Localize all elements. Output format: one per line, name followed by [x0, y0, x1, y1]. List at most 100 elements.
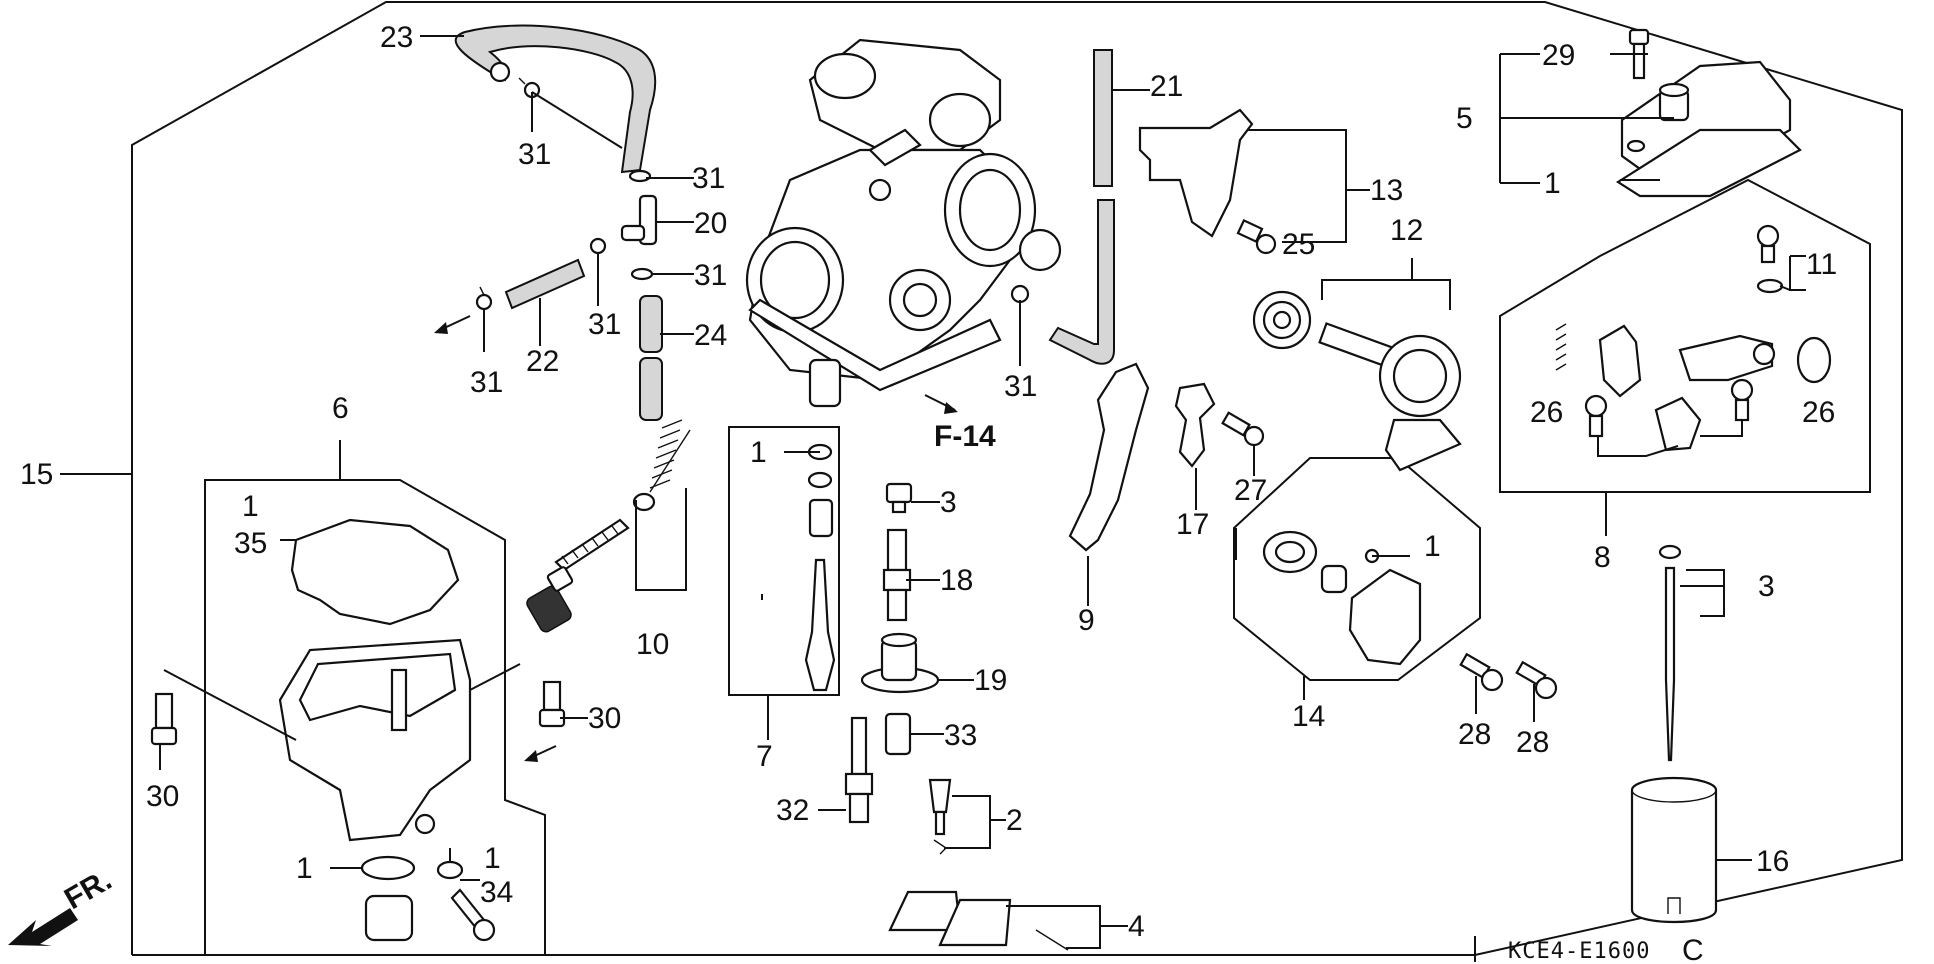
callout-33: 33 [944, 719, 977, 752]
callout-1-jet: 1 [750, 436, 767, 469]
clip-31-e [475, 286, 493, 311]
bracket-17 [1174, 382, 1216, 468]
callout-27: 27 [1234, 474, 1267, 507]
o-ring-1-34 [436, 860, 464, 880]
jet-needle-3 [1658, 544, 1682, 762]
clip-31-c [630, 267, 654, 281]
screw-30-right [538, 680, 566, 728]
screw-25 [1236, 218, 1277, 255]
cap-gasket-1 [1615, 128, 1802, 198]
callout-11: 11 [1806, 248, 1837, 281]
callout-numbers: 23 31 31 20 31 24 31 22 31 21 13 25 12 3… [20, 21, 1837, 943]
callout-34: 34 [480, 876, 513, 909]
callout-1-screw: 1 [484, 842, 501, 875]
link-assembly-8 [1555, 323, 1832, 452]
throttle-valve-16 [1630, 776, 1718, 924]
throttle-drum-12 [1252, 290, 1462, 472]
callout-3-jet: 3 [940, 486, 957, 519]
pump-group-outline [1233, 457, 1481, 681]
screw-30-left [150, 692, 178, 746]
callout-30-right: 30 [588, 702, 621, 735]
gasket-35 [290, 518, 460, 626]
t-joint-20 [620, 194, 658, 246]
callout-23: 23 [380, 21, 413, 54]
callout-1-gasket: 1 [242, 490, 259, 523]
callout-28-a: 28 [1458, 718, 1491, 751]
slider-19 [860, 632, 940, 694]
callout-9: 9 [1078, 604, 1095, 637]
drawing-code: KCE4-E1600 [1508, 939, 1650, 964]
float-4 [888, 890, 1069, 951]
callout-31-b: 31 [692, 162, 725, 195]
callout-25: 25 [1282, 228, 1315, 261]
link-group-outline [1499, 178, 1871, 493]
tube-24-lower [639, 357, 663, 421]
clip-31-d [589, 237, 607, 255]
callout-30-left: 30 [146, 780, 179, 813]
slow-jet-32 [844, 716, 874, 824]
clip-31-b [628, 169, 652, 183]
callout-7: 7 [756, 740, 773, 773]
vent-tube-21-lower [1048, 199, 1115, 365]
screw-28-a [1459, 652, 1504, 692]
tube-22 [504, 258, 586, 310]
callout-13: 13 [1370, 174, 1403, 207]
tube-24-upper [639, 295, 663, 353]
callout-5: 5 [1456, 102, 1473, 135]
main-jet-33 [884, 712, 912, 756]
jet-group-outline [728, 426, 840, 696]
screw-27 [1221, 411, 1265, 447]
callout-4: 4 [1128, 910, 1145, 943]
callout-1-cap: 1 [1544, 167, 1561, 200]
lever-9 [1068, 362, 1150, 552]
breather-tube-23 [454, 24, 657, 174]
view-reference: F-14 [934, 420, 996, 453]
callout-3-right: 3 [1758, 570, 1775, 603]
callout-16: 16 [1756, 845, 1789, 878]
spring-10 [649, 419, 691, 493]
front-arrow-icon [8, 908, 78, 946]
callout-8: 8 [1594, 541, 1611, 574]
screw-3-body [885, 482, 913, 514]
screw-28-b [1515, 660, 1558, 700]
accelerator-pump-14 [1262, 530, 1422, 666]
screw-26-left [1584, 394, 1608, 438]
callout-28-b: 28 [1516, 726, 1549, 759]
drain-plug [364, 894, 414, 942]
callout-12: 12 [1390, 214, 1423, 247]
callout-14: 14 [1292, 700, 1325, 733]
direction-arrowhead-left [434, 322, 448, 334]
o-ring-1-drain [360, 855, 416, 881]
callout-10: 10 [636, 628, 669, 661]
callout-6: 6 [332, 392, 349, 425]
callout-1-pump: 1 [1424, 530, 1441, 563]
callout-17: 17 [1176, 508, 1209, 541]
callout-26-left: 26 [1530, 396, 1563, 429]
callout-1-drain: 1 [296, 852, 313, 885]
needle-jet-7 [804, 558, 836, 692]
callout-18: 18 [940, 564, 973, 597]
callout-31-d: 31 [588, 308, 621, 341]
washer-10 [632, 492, 656, 512]
float-valve-2 [928, 778, 952, 855]
callout-21: 21 [1150, 70, 1183, 103]
screw-26-right [1730, 378, 1754, 422]
screw-34 [450, 888, 496, 942]
screw-11 [1756, 224, 1784, 294]
screw-29 [1628, 28, 1650, 80]
washer-jet [807, 471, 833, 489]
callout-29: 29 [1542, 39, 1575, 72]
front-label: FR. [59, 863, 117, 916]
callout-31-c: 31 [694, 259, 727, 292]
callout-2: 2 [1006, 804, 1023, 837]
jet-holder-18 [882, 528, 912, 622]
float-chamber-group-outline [204, 479, 546, 955]
bracket-13 [1138, 108, 1254, 238]
vent-tube-21 [1093, 49, 1113, 187]
callout-20: 20 [694, 207, 727, 240]
clip-31-f [1010, 284, 1030, 304]
pilot-screw-10 [526, 518, 630, 633]
callout-31-a: 31 [518, 138, 551, 171]
callout-15: 15 [20, 458, 53, 491]
